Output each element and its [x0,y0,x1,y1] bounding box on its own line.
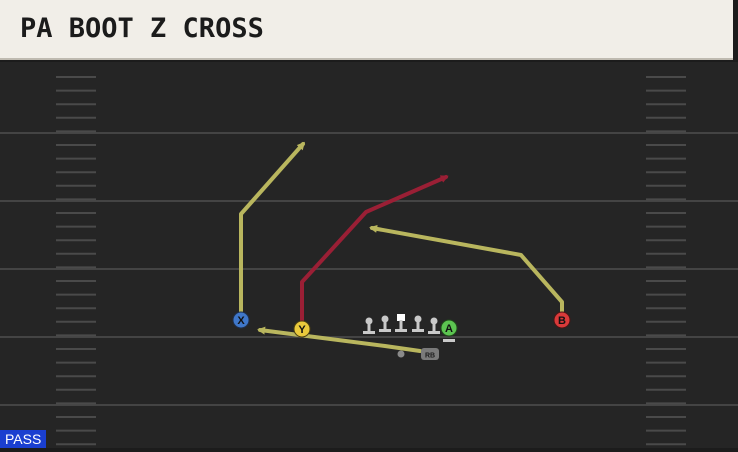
lineman-t-icon [379,315,391,332]
route-rb [257,326,422,353]
receiver-a: A [440,319,458,342]
receiver-circle-yellow-icon [293,320,311,338]
receiver-x: X [232,311,250,329]
route-b [369,224,564,320]
play-field: RB X Y A B [0,62,738,448]
play-title: PA BOOT Z CROSS [20,13,264,44]
receiver-x-label: X [237,315,245,327]
receiver-circle-green-icon [440,319,458,337]
lineman-t-icon [428,317,440,334]
route-y [300,175,449,330]
pass-badge: PASS [0,430,47,448]
offensive-line [363,314,440,334]
yard-lines [0,132,738,406]
receiver-y: Y [293,320,311,338]
lineman-t-icon [363,317,375,334]
receiver-b-label: B [558,315,566,327]
receiver-circle-blue-icon [232,311,250,329]
rb-label: RB [425,353,435,360]
running-back-marker: RB [421,348,439,360]
title-bar: PA BOOT Z CROSS [0,0,733,60]
play-diagram: RB X Y A B [0,76,738,446]
receiver-b: B [553,311,571,329]
receiver-a-label: A [445,323,453,335]
center-square-icon [395,314,407,332]
route-x [239,141,305,321]
lineman-t-icon [412,315,424,332]
receiver-circle-red-icon [553,311,571,329]
receiver-y-label: Y [298,324,306,336]
hash-marks [56,76,686,446]
quarterback-dot-icon [397,350,405,358]
receiver-a-stance-icon [443,339,455,342]
